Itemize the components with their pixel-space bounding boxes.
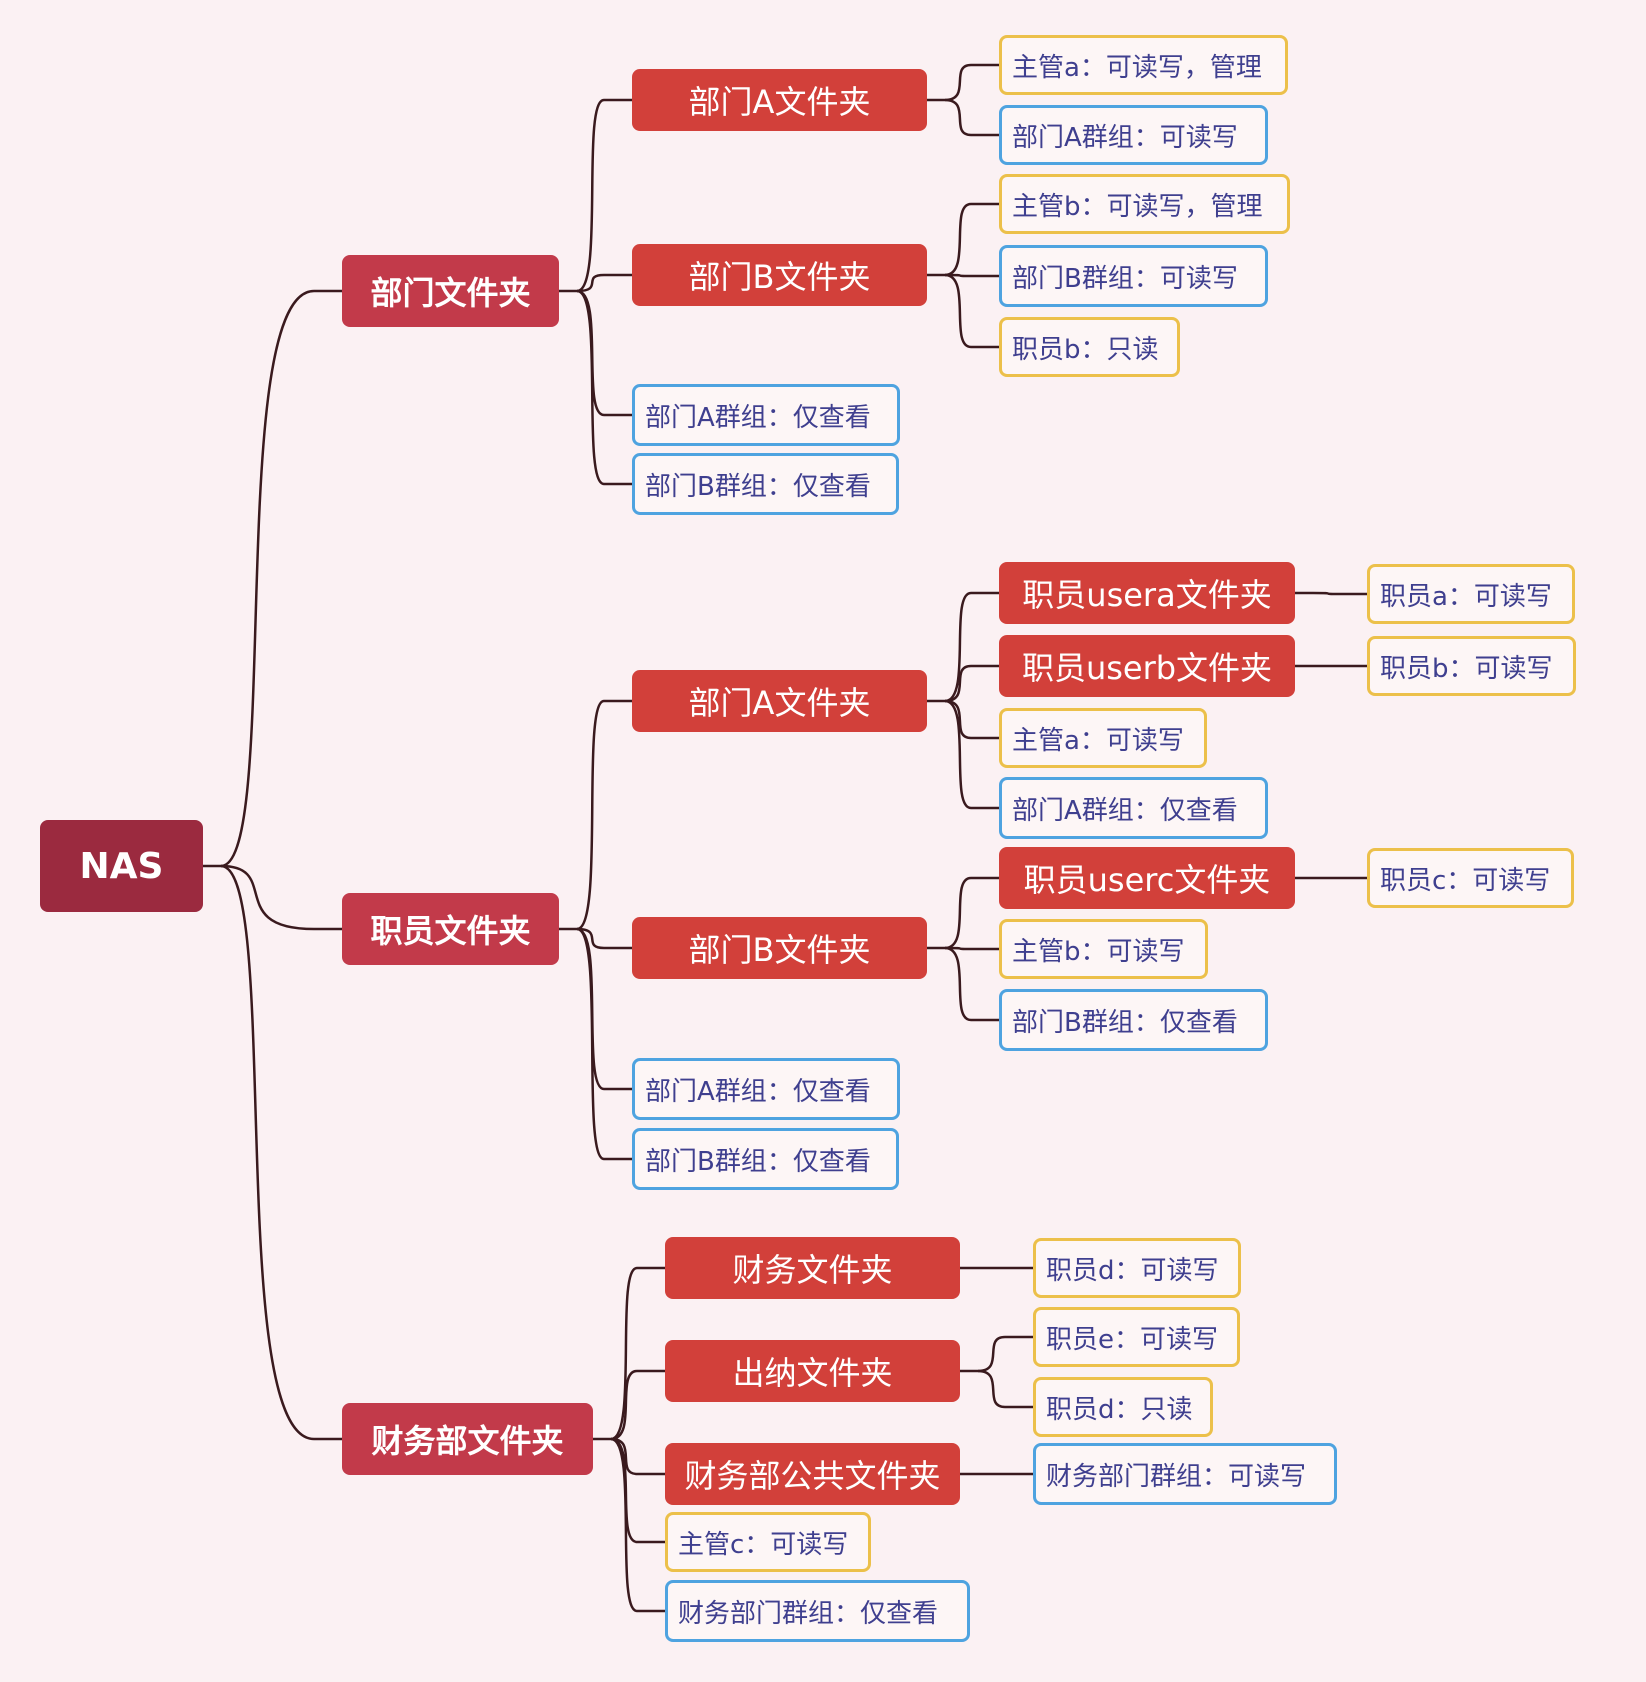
connector-line	[220, 864, 342, 1441]
connector-line	[610, 1437, 665, 1613]
connector-line	[576, 927, 632, 1091]
connector-line	[977, 1369, 1033, 1409]
perm-manager-b-rw-node[interactable]: 主管b：可读写	[999, 919, 1208, 979]
connector-line	[220, 289, 342, 868]
perm-staff-b-rw-node[interactable]: 职员b：可读写	[1367, 636, 1576, 696]
usera-folder-node[interactable]: 职员usera文件夹	[999, 562, 1295, 624]
userb-folder-node[interactable]: 职员userb文件夹	[999, 635, 1295, 697]
connector-line	[944, 664, 999, 703]
perm-staff-e-rw-node[interactable]: 职员e：可读写	[1033, 1307, 1240, 1367]
connector-line	[944, 876, 999, 950]
connector-line	[944, 202, 999, 277]
perm-group-b-view-node[interactable]: 部门B群组：仅查看	[632, 453, 899, 515]
perm-manager-b-node[interactable]: 主管b：可读写，管理	[999, 174, 1290, 234]
connector-line	[1312, 591, 1367, 596]
dept-a-folder-node[interactable]: 部门A文件夹	[632, 69, 927, 131]
dept-folder-node[interactable]: 部门文件夹	[342, 255, 559, 327]
connector-line	[576, 273, 632, 293]
connector-line	[944, 273, 999, 278]
connector-line	[610, 1266, 665, 1441]
perm-group-a-view-node[interactable]: 部门A群组：仅查看	[999, 777, 1268, 839]
connector-line	[576, 699, 632, 931]
connector-line	[576, 289, 632, 417]
connector-line	[576, 927, 632, 950]
connector-line	[220, 864, 342, 931]
perm-group-b-view-node[interactable]: 部门B群组：仅查看	[632, 1128, 899, 1190]
dept-b-folder-node[interactable]: 部门B文件夹	[632, 244, 927, 306]
userc-folder-node[interactable]: 职员userc文件夹	[999, 847, 1295, 909]
connector-line	[610, 1437, 665, 1476]
finance-public-folder-node[interactable]: 财务部公共文件夹	[665, 1443, 960, 1505]
connector-line	[944, 946, 999, 951]
connector-line	[944, 273, 999, 349]
finance-folder-node[interactable]: 财务文件夹	[665, 1237, 960, 1299]
connector-line	[576, 289, 632, 486]
cashier-folder-node[interactable]: 出纳文件夹	[665, 1340, 960, 1402]
perm-finance-group-view-node[interactable]: 财务部门群组：仅查看	[665, 1580, 970, 1642]
perm-group-b-node[interactable]: 部门B群组：可读写	[999, 245, 1268, 307]
perm-staff-d-ro-node[interactable]: 职员d：只读	[1033, 1377, 1213, 1437]
perm-group-a-node[interactable]: 部门A群组：可读写	[999, 105, 1268, 165]
connector-line	[944, 699, 999, 740]
connector-line	[610, 1369, 665, 1441]
connector-line	[944, 946, 999, 1022]
staff-dept-a-folder-node[interactable]: 部门A文件夹	[632, 670, 927, 732]
connector-line	[977, 1335, 1033, 1373]
root-node-nas[interactable]: NAS	[40, 820, 203, 912]
perm-group-a-view-node[interactable]: 部门A群组：仅查看	[632, 1058, 900, 1120]
perm-group-b-view-node[interactable]: 部门B群组：仅查看	[999, 989, 1268, 1051]
connector-line	[944, 591, 999, 703]
staff-folder-node[interactable]: 职员文件夹	[342, 893, 559, 965]
perm-finance-group-rw-node[interactable]: 财务部门群组：可读写	[1033, 1443, 1337, 1505]
perm-staff-a-node[interactable]: 职员a：可读写	[1367, 564, 1575, 624]
staff-dept-b-folder-node[interactable]: 部门B文件夹	[632, 917, 927, 979]
connector-line	[610, 1437, 665, 1544]
perm-manager-c-node[interactable]: 主管c：可读写	[665, 1512, 871, 1572]
perm-staff-b-node[interactable]: 职员b：只读	[999, 317, 1180, 377]
perm-manager-a-node[interactable]: 主管a：可读写，管理	[999, 35, 1288, 95]
connector-line	[576, 98, 632, 293]
perm-staff-c-node[interactable]: 职员c：可读写	[1367, 848, 1574, 908]
connector-line	[944, 63, 999, 102]
perm-staff-d-rw-node[interactable]: 职员d：可读写	[1033, 1238, 1241, 1298]
connector-line	[576, 927, 632, 1161]
connector-line	[944, 699, 999, 810]
perm-manager-a-rw-node[interactable]: 主管a：可读写	[999, 708, 1207, 768]
perm-group-a-view-node[interactable]: 部门A群组：仅查看	[632, 384, 900, 446]
connector-line	[944, 98, 999, 137]
finance-dept-folder-node[interactable]: 财务部文件夹	[342, 1403, 593, 1475]
